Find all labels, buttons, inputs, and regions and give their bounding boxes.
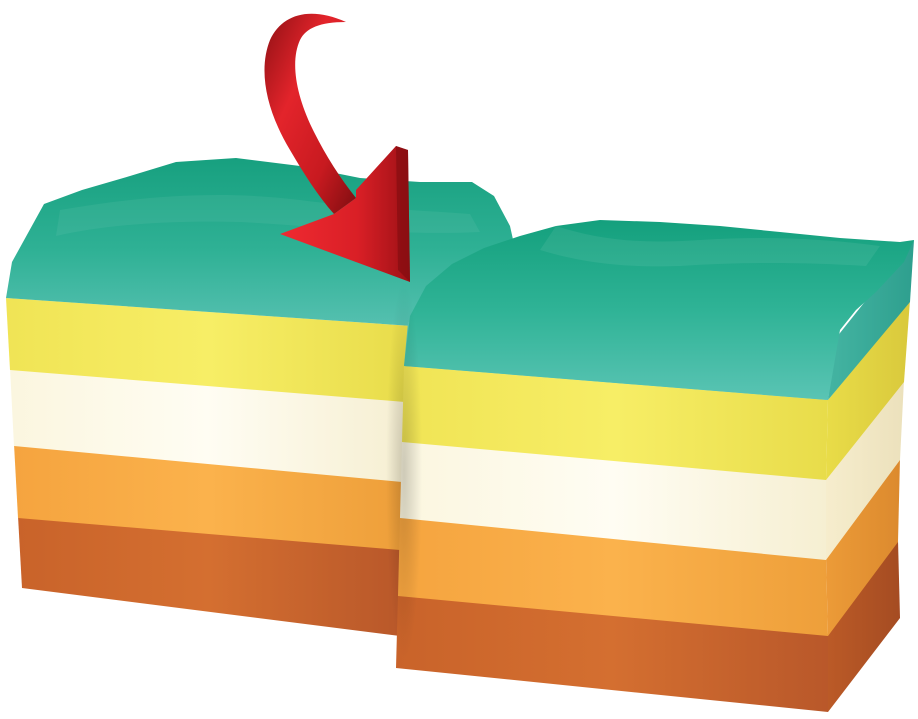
right-block <box>396 220 914 712</box>
fault-scarp-shadow <box>386 280 422 660</box>
arrow-head-shadow-edge <box>396 146 410 282</box>
